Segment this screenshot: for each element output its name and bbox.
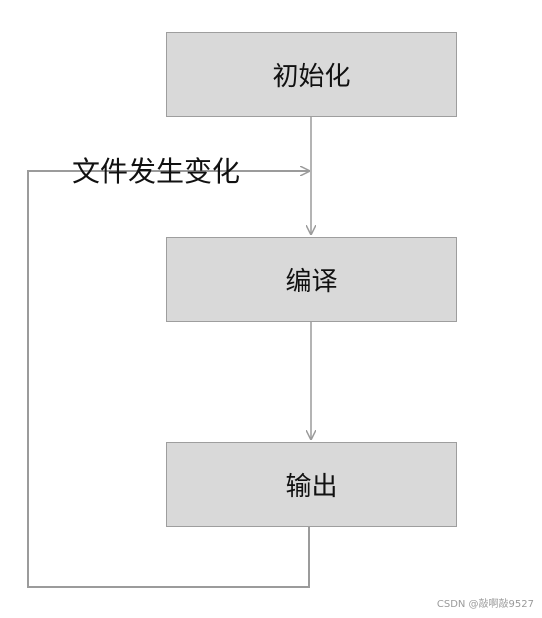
node-compile-label: 编译 [285,267,338,297]
node-output: 输出 [166,442,457,527]
node-compile: 编译 [166,237,457,322]
node-init: 初始化 [166,32,457,117]
loop-back-arrow [27,171,310,588]
loop-label: 文件发生变化 [72,155,241,188]
watermark: CSDN @敲啊敲9527 [436,599,534,610]
node-output-label: 输出 [285,472,338,502]
node-init-label: 初始化 [272,62,351,92]
